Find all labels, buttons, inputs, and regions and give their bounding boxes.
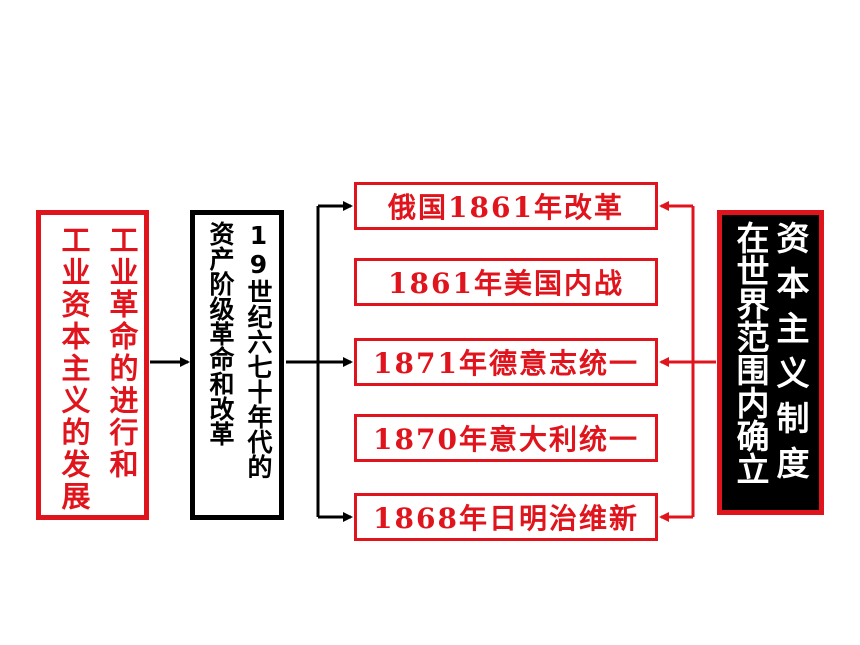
industrial-revolution-box: 工业革命的进行和 工业资本主义的发展 bbox=[36, 210, 149, 520]
event-american-civil-war: 1861年美国内战 bbox=[354, 258, 658, 306]
capitalism-established-col1: 资本主义制度 bbox=[771, 221, 810, 491]
bourgeois-revolution-col2: 资产阶级革命和改革 bbox=[206, 221, 235, 446]
event-italian-unification: 1870年意大利统一 bbox=[354, 414, 658, 462]
capitalism-established-box: 资本主义制度 在世界范围内确立 bbox=[717, 210, 824, 515]
bourgeois-revolution-box: 19世纪六七十年代的 资产阶级革命和改革 bbox=[190, 210, 284, 520]
event-meiji-restoration: 1868年日明治维新 bbox=[354, 493, 658, 541]
industrial-revolution-col2: 工业资本主义的发展 bbox=[57, 225, 91, 513]
capitalism-established-col2: 在世界范围内确立 bbox=[731, 221, 770, 485]
event-german-unification: 1871年德意志统一 bbox=[354, 338, 658, 386]
industrial-revolution-col1: 工业革命的进行和 bbox=[105, 225, 139, 481]
event-russia-reform: 俄国1861年改革 bbox=[354, 182, 658, 230]
bourgeois-revolution-col1: 19世纪六七十年代的 bbox=[244, 221, 273, 479]
